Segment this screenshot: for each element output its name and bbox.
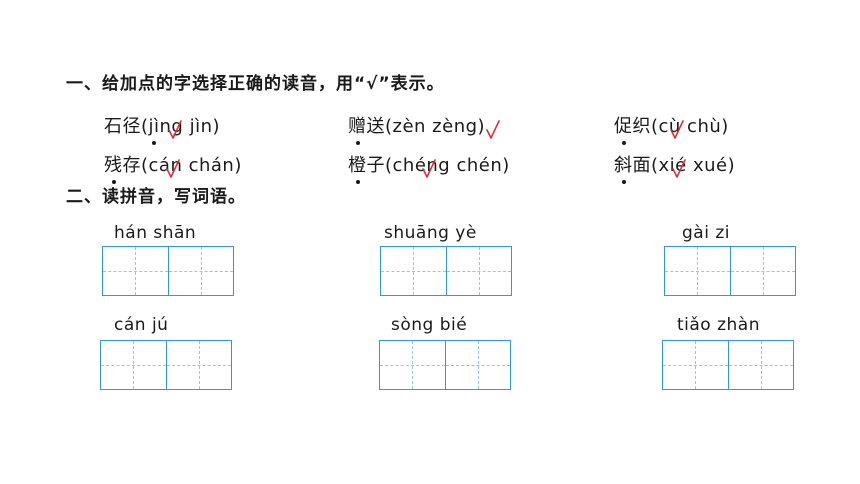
writing-cell[interactable] [665,247,730,295]
writing-grid[interactable] [100,340,232,390]
item-word: 石径 [104,116,141,137]
choice-item: 石径(jìng jìn) [104,112,221,145]
writing-cell[interactable] [444,341,511,389]
check-mark-icon [168,120,182,139]
emphasis-dot [622,180,626,184]
writing-cell[interactable] [729,247,796,295]
pinyin-label: cán jú [114,315,169,335]
choice-item: 橙子(chéng chén) [348,151,510,184]
writing-grid[interactable] [102,246,234,296]
writing-cell[interactable] [165,341,232,389]
writing-cell[interactable] [103,247,168,295]
choice-item: 残存(cán chán) [104,151,242,184]
writing-cell[interactable] [167,247,234,295]
emphasis-dot [356,141,360,145]
writing-cell[interactable] [101,341,166,389]
item-options: (zèn zèng) [385,116,486,137]
pinyin-label: tiǎo zhàn [677,315,761,335]
item-options: (xié xué) [651,155,736,176]
item-options: (jìng jìn) [141,116,221,137]
item-word: 橙子 [348,155,385,176]
item-options: (chéng chén) [385,155,510,176]
emphasis-dot [112,180,116,184]
writing-grid[interactable] [662,340,794,390]
item-options: (cù chù) [651,116,729,137]
writing-cell[interactable] [380,341,445,389]
emphasis-dot [356,180,360,184]
pinyin-label: shuāng yè [384,223,477,243]
writing-grid[interactable] [380,246,512,296]
writing-cell[interactable] [445,247,512,295]
emphasis-dot [622,141,626,145]
item-word: 促织 [614,116,651,137]
emphasis-dot [152,141,156,145]
check-mark-icon [166,159,180,178]
section-2-title: 二、读拼音，写词语。 [66,187,246,207]
pinyin-label: sòng bié [391,315,468,335]
item-word: 赠送 [348,116,385,137]
item-word: 斜面 [614,155,651,176]
check-mark-icon [672,159,686,178]
choice-item: 斜面(xié xué) [614,151,736,184]
item-word: 残存 [104,155,141,176]
check-mark-icon [422,159,436,178]
pinyin-label: hán shān [114,223,197,243]
writing-grid[interactable] [664,246,796,296]
writing-cell[interactable] [727,341,794,389]
check-mark-icon [486,120,500,139]
choice-item: 赠送(zèn zèng) [348,112,500,145]
item-options: (cán chán) [141,155,242,176]
writing-grid[interactable] [379,340,511,390]
section-1-title: 一、给加点的字选择正确的读音，用“√”表示。 [66,74,445,94]
check-mark-icon [670,120,684,139]
writing-cell[interactable] [663,341,728,389]
choice-item: 促织(cù chù) [614,112,729,145]
writing-cell[interactable] [381,247,446,295]
pinyin-label: gài zi [682,223,730,243]
